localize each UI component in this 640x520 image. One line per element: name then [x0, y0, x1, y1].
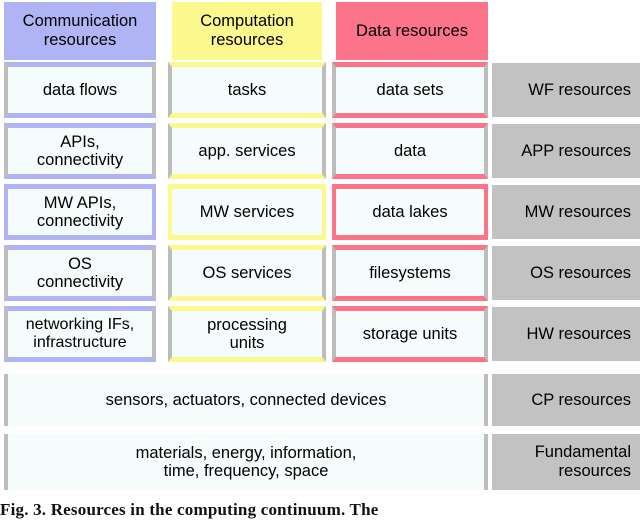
cell-data-hw: storage units	[332, 306, 488, 362]
right-label-fundamental-line2: resources	[558, 462, 631, 480]
right-label-cp-line1: CP	[531, 390, 554, 409]
cell-data-app-text: data	[393, 141, 427, 160]
cell-communication-wf: data flows	[4, 62, 156, 118]
cell-communication-mw: MW APIs, connectivity	[4, 184, 156, 240]
cell-data-wf-text: data sets	[376, 80, 444, 99]
cell-data-os: filesystems	[332, 245, 488, 301]
cell-computation-app: app. services	[168, 123, 326, 179]
cell-data-hw-text: storage units	[362, 324, 458, 343]
cell-communication-mw-line1: MW APIs,	[43, 193, 117, 212]
figure-caption: Fig. 3. Resources in the computing conti…	[0, 500, 379, 519]
header-computation-resources: Computation resources	[172, 2, 322, 60]
cell-communication-app-line2: connectivity	[36, 151, 124, 169]
right-label-mw: MW resources	[492, 185, 640, 239]
cell-communication-mw-line2: connectivity	[36, 212, 124, 230]
cell-data-mw: data lakes	[332, 184, 488, 240]
right-label-cp: CP resources	[492, 374, 640, 426]
right-label-hw-line1: HW	[526, 324, 554, 343]
cell-communication-app-line1: APIs,	[60, 132, 100, 151]
cell-computation-os: OS services	[168, 245, 326, 301]
right-label-os-line1: OS	[530, 263, 554, 282]
cell-communication-os: OS connectivity	[4, 245, 156, 301]
cell-computation-hw-line1: processing	[207, 315, 287, 334]
header-data-resources: Data resources	[336, 2, 488, 60]
cell-communication-hw-line2: infrastructure	[33, 334, 127, 351]
header-computation-line1: Computation	[200, 12, 294, 31]
header-data-line2: resources	[395, 21, 468, 40]
right-label-os: OS resources	[492, 246, 640, 300]
cell-wide-cp: sensors, actuators, connected devices	[4, 374, 488, 426]
cell-computation-wf: tasks	[168, 62, 326, 118]
cell-computation-os-text: OS services	[202, 263, 292, 282]
right-label-hw: HW resources	[492, 307, 640, 361]
cell-wide-fundamental: materials, energy, information, time, fr…	[4, 434, 488, 490]
header-communication-line1: Communication	[22, 12, 138, 31]
right-label-hw-line2: resources	[558, 324, 631, 343]
cell-computation-mw: MW services	[168, 184, 326, 240]
right-label-cp-line2: resources	[558, 390, 631, 409]
cell-communication-os-line1: OS	[68, 254, 92, 273]
cell-communication-os-line2: connectivity	[36, 273, 124, 291]
cell-computation-mw-text: MW services	[199, 202, 295, 221]
right-label-mw-line1: MW	[524, 202, 554, 221]
right-label-wf-line2: resources	[558, 80, 631, 99]
cell-data-wf: data sets	[332, 62, 488, 118]
cell-communication-hw: networking IFs, infrastructure	[4, 306, 156, 362]
cell-data-os-text: filesystems	[369, 263, 451, 282]
cell-computation-app-text: app. services	[198, 141, 296, 160]
header-communication-line2: resources	[43, 31, 117, 49]
cell-wide-cp-text: sensors, actuators, connected devices	[105, 390, 387, 409]
right-label-app-line2: resources	[558, 141, 631, 160]
cell-wide-fundamental-line1: materials, energy, information,	[135, 443, 357, 462]
cell-communication-app: APIs, connectivity	[4, 123, 156, 179]
right-label-os-line2: resources	[558, 263, 631, 282]
right-label-wf-line1: WF	[528, 80, 554, 99]
right-label-app: APP resources	[492, 124, 640, 178]
cell-computation-wf-text: tasks	[227, 80, 267, 99]
cell-computation-hw: processing units	[168, 306, 326, 362]
header-communication-resources: Communication resources	[4, 2, 156, 60]
right-label-fundamental: Fundamental resources	[492, 434, 640, 490]
cell-wide-fundamental-line2: time, frequency, space	[163, 462, 329, 480]
right-label-app-line1: APP	[521, 141, 554, 160]
cell-computation-hw-line2: units	[229, 334, 265, 352]
cell-data-mw-text: data lakes	[372, 202, 448, 221]
right-label-fundamental-line1: Fundamental	[534, 443, 631, 462]
cell-communication-hw-line1: networking IFs,	[25, 316, 135, 334]
right-label-mw-line2: resources	[558, 202, 631, 221]
cell-communication-wf-text: data flows	[42, 80, 118, 99]
cell-data-app: data	[332, 123, 488, 179]
header-computation-line2: resources	[210, 31, 284, 49]
header-data-line1: Data	[356, 21, 391, 40]
right-label-wf: WF resources	[492, 63, 640, 117]
